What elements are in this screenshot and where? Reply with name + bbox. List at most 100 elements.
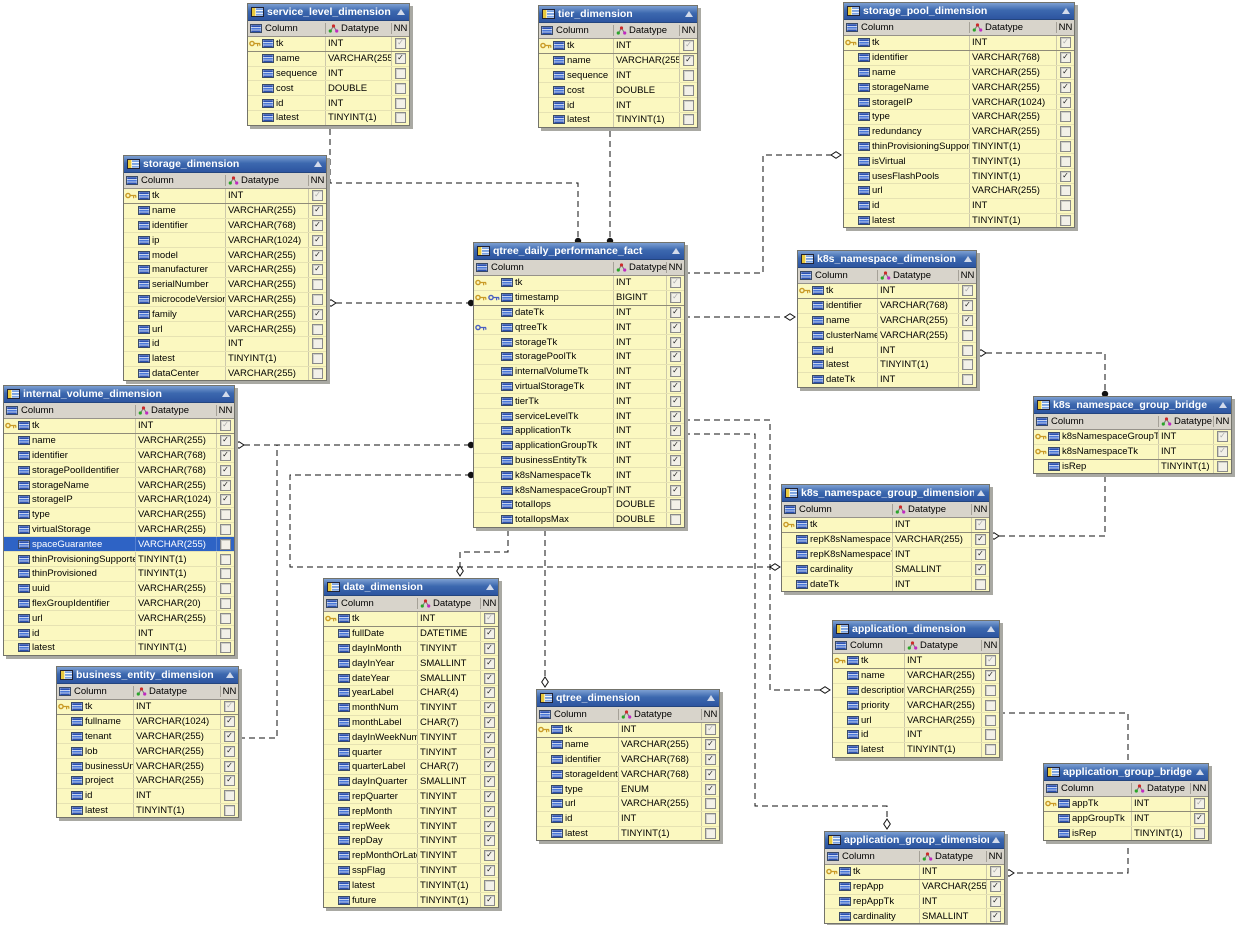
collapse-icon[interactable] (314, 161, 322, 167)
column-row[interactable]: repK8sNamespaceTkINT✓ (782, 547, 989, 563)
collapse-icon[interactable] (987, 626, 995, 632)
table-header[interactable]: storage_dimension (124, 156, 326, 173)
relationship-line-qtree_daily_performance_fact-to-application_dimension[interactable] (684, 419, 830, 691)
collapse-icon[interactable] (1196, 769, 1204, 775)
table-header[interactable]: k8s_namespace_group_dimension (782, 485, 989, 502)
collapse-icon[interactable] (222, 391, 230, 397)
table-header[interactable]: application_group_bridge (1044, 764, 1208, 781)
table-header[interactable]: business_entity_dimension (57, 667, 238, 684)
collapse-icon[interactable] (1062, 8, 1070, 14)
collapse-icon[interactable] (1219, 402, 1227, 408)
table-header[interactable]: application_group_dimension (825, 832, 1004, 849)
relationship-line-application_dimension-to-application_group_bridge[interactable] (999, 712, 1129, 762)
relationship-line-k8s_namespace_dimension-to-k8s_namespace_group_bridge[interactable] (976, 352, 1106, 394)
collapse-icon[interactable] (226, 672, 234, 678)
table-header[interactable]: storage_pool_dimension (844, 3, 1074, 20)
column-row[interactable]: repMonthOrLatestTINYINT✓ (324, 848, 498, 864)
collapse-icon[interactable] (964, 256, 972, 262)
column-row[interactable]: storageIdentifierVARCHAR(768)✓ (537, 767, 719, 783)
collapse-icon[interactable] (992, 837, 1000, 843)
collapse-icon[interactable] (672, 248, 680, 254)
relationship-line-qtree_daily_performance_fact-to-application_group_dimension[interactable] (684, 433, 888, 829)
relationship-line-k8s_namespace_group_dimension-to-k8s_namespace_group_bridge[interactable] (989, 471, 1106, 537)
collapse-icon[interactable] (685, 11, 693, 17)
